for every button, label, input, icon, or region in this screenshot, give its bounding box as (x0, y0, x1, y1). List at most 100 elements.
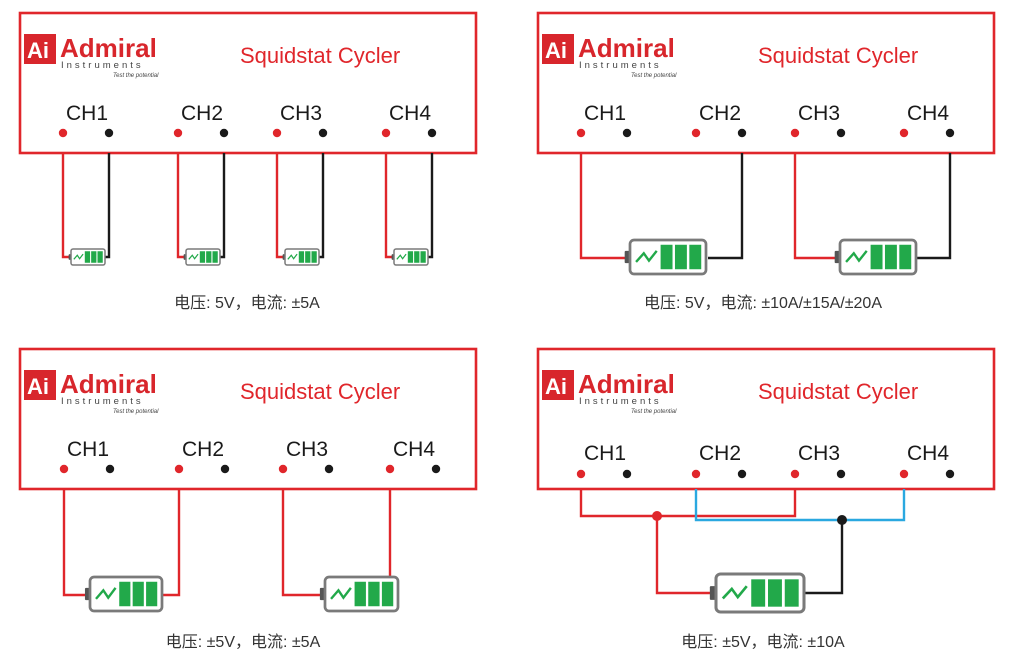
channel-label-ch1: CH1 (67, 438, 109, 461)
channel-label-ch4: CH4 (393, 438, 435, 461)
channel-label-ch3: CH3 (286, 438, 328, 461)
battery-cell (751, 579, 766, 607)
battery-cell (311, 251, 317, 263)
cycler-model-title: Squidstat Cycler (240, 43, 400, 68)
charge-wave-icon (73, 253, 84, 260)
positive-terminal-ch1 (58, 128, 68, 138)
battery-cell (212, 251, 218, 263)
logo-mark-text: Ai (27, 374, 49, 399)
negative-terminal-ch2 (220, 464, 230, 474)
cycler-model-title: Squidstat Cycler (758, 379, 918, 404)
negative-terminal-ch1 (105, 464, 115, 474)
positive-bus (579, 489, 797, 518)
positive-lead-ch3 (281, 489, 325, 597)
positive-lead-pair-a (579, 153, 630, 260)
negative-lead-ch1 (105, 153, 111, 259)
positive-terminal-ch2 (174, 464, 184, 474)
battery-terminal-nub (709, 586, 716, 600)
battery-cell (768, 579, 782, 607)
logo-tagline-text: Test the potential (631, 409, 677, 415)
positive-lead-ch1 (62, 489, 90, 597)
negative-terminal-ch3 (318, 128, 328, 138)
logo-mark-text: Ai (545, 38, 567, 63)
positive-terminal-ch4 (381, 128, 391, 138)
positive-terminal-ch1 (59, 464, 69, 474)
battery-cell (298, 251, 305, 263)
logo-subtitle-text: Instruments (61, 60, 144, 71)
negative-bus (694, 489, 906, 522)
logo-brand-text: Admiral (60, 369, 157, 399)
battery-cell (354, 581, 366, 607)
positive-terminal-ch4 (899, 469, 909, 479)
cycler-frame (536, 11, 996, 155)
battery-cell (660, 244, 673, 270)
battery-cell (305, 251, 311, 263)
cycler-model-title: Squidstat Cycler (758, 43, 918, 68)
logo-mark-box (24, 370, 56, 400)
channel-label-ch2: CH2 (699, 442, 741, 465)
battery-icon (834, 238, 918, 276)
battery-icon (84, 575, 164, 613)
config-caption-3: 电压: ±5V，电流: ±5A (166, 633, 321, 651)
negative-terminal-ch3 (836, 469, 846, 479)
battery-cell (381, 581, 394, 607)
positive-terminal-ch2 (691, 469, 701, 479)
config-caption-4: 电压: ±5V，电流: ±10A (681, 633, 845, 651)
battery-icon (282, 248, 320, 266)
positive-terminal-ch1 (576, 128, 586, 138)
battery-cell (420, 251, 426, 263)
channel-label-ch3: CH3 (798, 442, 840, 465)
positive-lead-ch4 (384, 153, 392, 259)
cycler-frame (536, 347, 996, 491)
negative-terminal-ch3 (836, 128, 846, 138)
cycler-frame (18, 347, 478, 491)
negative-lead-pair-a (708, 153, 744, 260)
logo-brand-text: Admiral (578, 369, 675, 399)
battery-cell (91, 251, 97, 263)
positive-lead-ch1 (61, 153, 69, 259)
logo-mark-box (542, 34, 574, 64)
channel-label-ch1: CH1 (584, 102, 626, 125)
logo-mark-text: Ai (545, 374, 567, 399)
negative-terminal-ch4 (945, 469, 955, 479)
logo-mark-box (542, 370, 574, 400)
logo-subtitle-text: Instruments (579, 60, 662, 71)
battery-cell (97, 251, 103, 263)
battery-icon (183, 248, 221, 266)
battery-cell (199, 251, 206, 263)
channel-label-ch1: CH1 (584, 442, 626, 465)
logo-tagline-text: Test the potential (113, 73, 159, 79)
channel-label-ch2: CH2 (182, 438, 224, 461)
channel-label-ch4: CH4 (389, 102, 431, 125)
positive-terminal-ch3 (278, 464, 288, 474)
charge-wave-icon (635, 250, 658, 263)
negative-terminal-ch2 (737, 128, 747, 138)
config-caption-2: 电压: 5V，电流: ±10A/±15A/±20A (644, 294, 882, 312)
battery-cell (119, 581, 131, 607)
positive-lead-ch2 (162, 489, 181, 597)
charge-wave-icon (95, 587, 117, 600)
battery-cell (414, 251, 420, 263)
logo-tagline-text: Test the potential (113, 409, 159, 415)
positive-terminal-ch3 (790, 469, 800, 479)
channel-label-ch4: CH4 (907, 102, 949, 125)
negative-lead-ch3 (319, 153, 325, 259)
logo-mark-box (24, 34, 56, 64)
positive-terminal-ch4 (899, 128, 909, 138)
battery-cell (368, 581, 380, 607)
cycler-model-title: Squidstat Cycler (240, 379, 400, 404)
positive-lead-to-cell (655, 516, 716, 595)
channel-label-ch3: CH3 (280, 102, 322, 125)
battery-cell (84, 251, 91, 263)
charge-wave-icon (845, 250, 868, 263)
positive-lead-ch2 (176, 153, 184, 259)
negative-terminal-ch1 (622, 128, 632, 138)
battery-cell (146, 581, 158, 607)
charge-wave-icon (396, 253, 407, 260)
